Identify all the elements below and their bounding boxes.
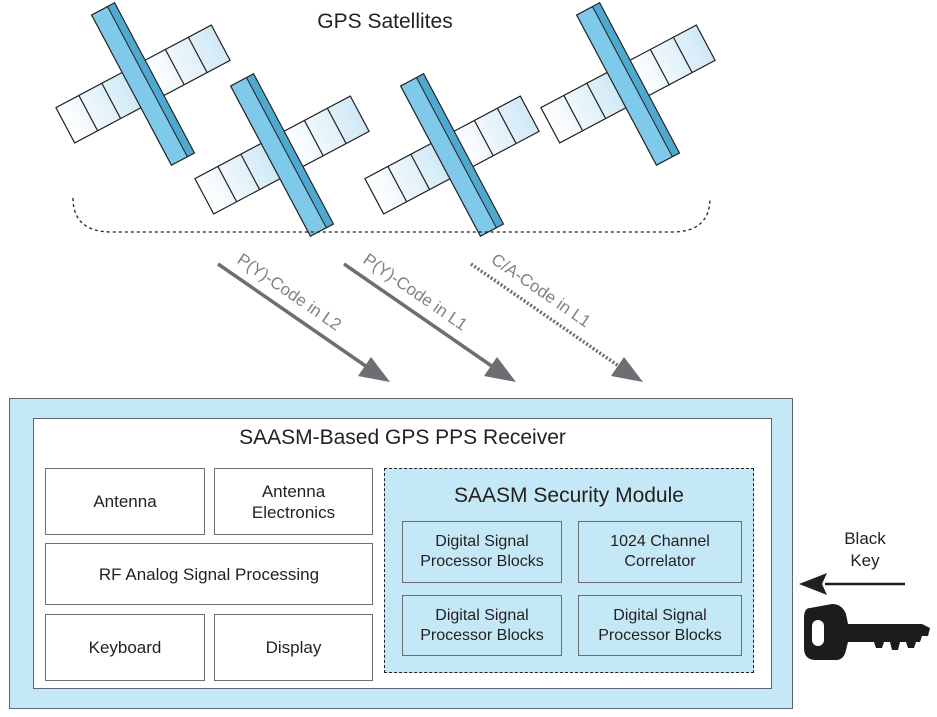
arrow-icon <box>799 573 905 595</box>
dsp-block: Digital Signal Processor Blocks <box>402 521 562 583</box>
display-label: Display <box>265 638 322 657</box>
security-module-title: SAASM Security Module <box>454 484 684 507</box>
arrow-icon <box>217 262 390 382</box>
black-key-text: Black Key <box>844 529 886 570</box>
rf-processing-label: RF Analog Signal Processing <box>98 564 320 584</box>
signal-label: P(Y)-Code in L2 <box>234 250 345 335</box>
arrow-icon <box>470 262 643 382</box>
satellite-icon <box>333 38 571 272</box>
dsp-block: Digital Signal Processor Blocks <box>578 595 742 656</box>
receiver-title: SAASM-Based GPS PPS Receiver <box>239 426 566 449</box>
key-icon <box>804 604 930 660</box>
antenna-label: Antenna <box>93 492 157 511</box>
keyboard-block: Keyboard <box>45 614 205 681</box>
signal-label: P(Y)-Code in L1 <box>360 250 471 335</box>
dsp-label: Digital Signal Processor Blocks <box>420 606 544 644</box>
antenna-electronics-label: Antenna Electronics <box>251 481 336 522</box>
satellites-title: GPS Satellites <box>317 10 453 33</box>
dsp-label: Digital Signal Processor Blocks <box>420 533 544 570</box>
signal-label: C/A-Code in L1 <box>488 250 594 332</box>
correlator-block: 1024 Channel Correlator <box>578 521 742 583</box>
dsp-label: Digital Signal Processor Blocks <box>598 606 722 644</box>
satellite-icon <box>509 0 747 201</box>
antenna-block: Antenna <box>45 468 205 535</box>
dsp-block: Digital Signal Processor Blocks <box>402 595 562 656</box>
keyboard-label: Keyboard <box>88 638 162 657</box>
correlator-label: 1024 Channel Correlator <box>610 533 710 570</box>
satellites-brace <box>72 197 711 233</box>
antenna-electronics-block: Antenna Electronics <box>214 468 373 535</box>
arrow-icon <box>343 262 516 382</box>
display-block: Display <box>214 614 373 681</box>
black-key-label: Black Key <box>820 528 910 572</box>
rf-processing-block: RF Analog Signal Processing <box>45 543 373 605</box>
